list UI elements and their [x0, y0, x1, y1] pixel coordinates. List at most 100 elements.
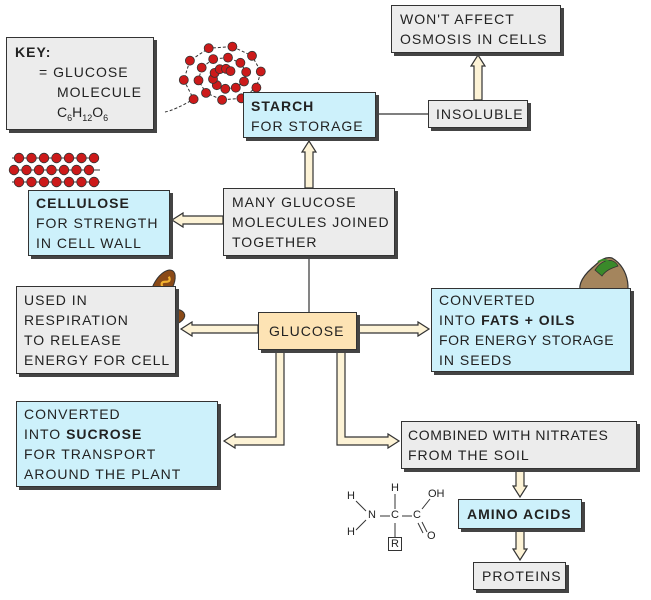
arrow-to-starch: [300, 139, 318, 189]
fats-box: CONVERTED INTO FATS + OILS FOR ENERGY ST…: [431, 288, 631, 372]
cellulose-title: CELLULOSE: [36, 195, 130, 211]
glucose-dot: [217, 95, 228, 105]
sucrose-line4: AROUND THE PLANT: [24, 466, 182, 482]
sucrose-box: CONVERTED INTO SUCROSE FOR TRANSPORT ARO…: [16, 401, 218, 487]
glucose-dot: [178, 75, 189, 85]
glucose-dot: [13, 152, 25, 164]
amino-acids-label: AMINO ACIDS: [467, 506, 572, 522]
glucose-dot: [83, 164, 95, 176]
key-box: KEY: = GLUCOSE MOLECULE C6H12O6: [6, 37, 154, 130]
glucose-dot: [88, 176, 100, 188]
proteins-box: PROTEINS: [473, 562, 566, 590]
key-molecule-label: MOLECULE: [57, 84, 143, 100]
formula-h: H: [72, 104, 83, 120]
glucose-dot: [208, 54, 219, 64]
glucose-dot: [21, 164, 32, 176]
cellulose-chains: [8, 152, 100, 188]
glucose-dot: [247, 50, 257, 61]
fats-line1: CONVERTED: [439, 292, 536, 308]
glucose-dot: [88, 152, 100, 164]
glucose-dot: [184, 55, 195, 66]
amino-c-carboxyl: C: [413, 509, 421, 521]
insoluble-box: INSOLUBLE: [428, 100, 528, 128]
cellulose-line3: IN CELL WALL: [36, 235, 142, 251]
sucrose-line3: FOR TRANSPORT: [24, 446, 157, 462]
osmosis-line2: OSMOSIS IN CELLS: [400, 31, 548, 47]
fats-line4: IN SEEDS: [439, 352, 513, 368]
glucose-dot: [76, 176, 87, 188]
glucose-dot: [235, 57, 246, 68]
glucose-dot: [239, 76, 249, 87]
starch-box: STARCH FOR STORAGE: [243, 92, 376, 138]
amino-oh: OH: [428, 488, 445, 500]
key-title: KEY:: [15, 44, 52, 60]
respiration-line4: ENERGY FOR CELL: [24, 352, 171, 368]
formula-c: C: [57, 104, 68, 120]
glucose-dot: [63, 176, 75, 188]
glucose-dot: [193, 75, 204, 86]
glucose-dot: [241, 67, 252, 77]
arrow-to-cellulose: [170, 211, 224, 229]
many-glucose-line2: MOLECULES JOINED: [232, 214, 390, 230]
glucose-dot: [33, 164, 45, 176]
glucose-dot: [38, 152, 50, 164]
many-glucose-line3: TOGETHER: [232, 234, 318, 250]
nitrates-line1: COMBINED WITH NITRATES: [408, 427, 609, 443]
cellulose-line2: FOR STRENGTH: [36, 215, 159, 231]
glucose-dot: [255, 66, 266, 77]
glucose-dot: [251, 82, 262, 93]
fats-line2-bold: FATS + OILS: [481, 312, 576, 328]
glucose-dot: [196, 62, 207, 73]
osmosis-line1: WON'T AFFECT: [400, 11, 515, 27]
key-glucose-label: = GLUCOSE: [39, 64, 129, 80]
glucose-dot: [46, 164, 57, 176]
sucrose-line2-bold: SUCROSE: [66, 426, 143, 442]
starch-title: STARCH: [251, 98, 315, 114]
key-formula: C6H12O6: [15, 102, 145, 128]
respiration-line3: TO RELEASE: [24, 332, 122, 348]
arrow-to-nitrates: [336, 349, 401, 450]
glucose-label: GLUCOSE: [269, 323, 345, 339]
glucose-dot: [26, 152, 37, 164]
nitrates-box: COMBINED WITH NITRATES FROM THE SOIL: [401, 421, 637, 469]
sucrose-line2-prefix: INTO: [24, 426, 67, 442]
fats-line2-prefix: INTO: [439, 312, 482, 328]
glucose-dot: [220, 83, 231, 94]
respiration-box: USED IN RESPIRATION TO RELEASE ENERGY FO…: [16, 286, 176, 374]
formula-o-sub: 6: [103, 112, 109, 123]
glucose-dot: [188, 94, 199, 105]
amino-n: N: [368, 509, 376, 521]
glucose-dot: [203, 43, 214, 54]
amino-r-group: R: [388, 537, 402, 551]
amino-h-bottom-left: H: [347, 526, 355, 538]
glucose-dot: [63, 152, 75, 164]
arrow-to-respiration: [179, 320, 259, 338]
glucose-dot: [51, 176, 62, 188]
amino-h-top-left: H: [347, 490, 355, 502]
formula-c-sub: 6: [67, 112, 73, 123]
glucose-dot: [227, 41, 238, 52]
glucose-dot: [58, 164, 70, 176]
insoluble-label: INSOLUBLE: [436, 106, 524, 122]
glucose-dot: [51, 152, 62, 164]
arrow-to-osmosis: [469, 53, 487, 101]
arrow-to-amino-acids: [511, 469, 529, 499]
respiration-line1: USED IN: [24, 292, 88, 308]
glucose-dot: [8, 164, 20, 176]
nitrates-line2: FROM THE SOIL: [408, 447, 530, 463]
respiration-line2: RESPIRATION: [24, 312, 129, 328]
glucose-dot: [201, 88, 211, 98]
glucose-dot: [225, 66, 236, 76]
arrow-to-sucrose: [222, 349, 285, 450]
many-glucose-line1: MANY GLUCOSE: [232, 194, 357, 210]
formula-o: O: [92, 104, 104, 120]
glucose-dot: [26, 176, 37, 188]
glucose-dot: [71, 164, 82, 176]
osmosis-box: WON'T AFFECT OSMOSIS IN CELLS: [391, 5, 561, 53]
glucose-dot: [223, 52, 233, 63]
arrow-to-fats: [356, 320, 431, 338]
sucrose-line2: INTO SUCROSE: [24, 424, 210, 444]
many-glucose-box: MANY GLUCOSE MOLECULES JOINED TOGETHER: [223, 188, 395, 256]
